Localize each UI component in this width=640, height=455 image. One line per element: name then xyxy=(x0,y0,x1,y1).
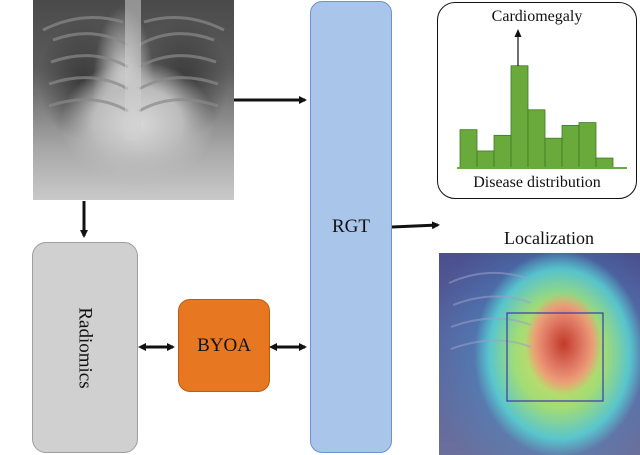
chest-xray-image xyxy=(33,0,234,200)
radiomics-box xyxy=(32,242,138,453)
heatmap-overlay xyxy=(448,271,604,402)
cardiomegaly-label: Cardiomegaly xyxy=(491,8,583,25)
localization-bounding-box xyxy=(506,312,604,402)
distribution-chart xyxy=(457,29,627,169)
localization-heatmap-image xyxy=(439,253,640,455)
rgt-box: RGT xyxy=(310,1,392,453)
xray-ribs xyxy=(42,0,225,140)
localization-title: Localization xyxy=(504,228,594,248)
distribution-caption: Disease distribution xyxy=(473,174,601,191)
arrow-rgt-to-localization xyxy=(391,221,440,230)
byoa-label: BYOA xyxy=(197,334,251,356)
distribution-panel xyxy=(437,2,637,199)
cardiomegaly-arrowhead xyxy=(514,29,522,37)
rgt-label: RGT xyxy=(332,216,370,237)
byoa-box: BYOA xyxy=(178,299,270,392)
